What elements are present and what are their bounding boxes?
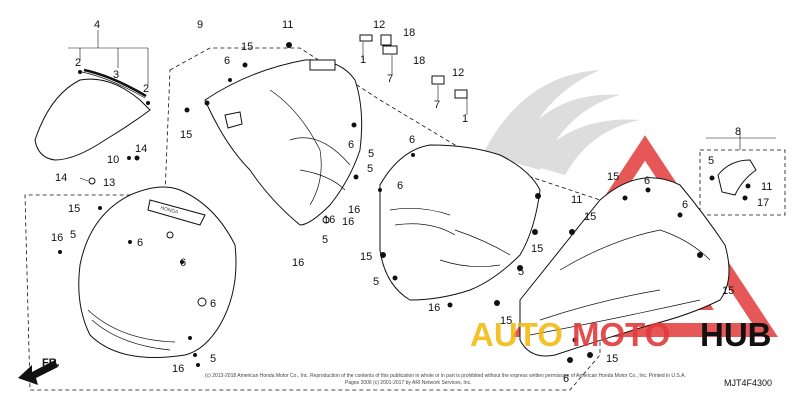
callout-label: 6 [644,175,650,187]
callout-label: 6 [682,199,688,211]
callout-label: 13 [103,177,115,189]
callout-label: 5 [322,234,328,246]
callout-label: 5 [210,353,216,365]
callout-label: 15 [180,129,192,141]
callout-label: 5 [518,266,524,278]
wing-logo-icon [480,70,640,175]
front-direction-arrow-icon: FR. [18,357,60,385]
svg-text:HONDA: HONDA [160,205,180,216]
callout-label: 16 [292,257,304,269]
watermark-logo: AUTO MOTO HUB [470,316,772,353]
callout-labels: 4 2 3 2 9 11 15 6 15 14 10 13 14 15 6 16… [51,19,772,385]
callout-label: 10 [107,154,119,166]
group-9-outline [24,47,601,391]
callout-label: 15 [500,315,512,327]
callout-label: 6 [397,180,403,192]
callout-label: 5 [368,148,374,160]
callout-label: 8 [735,126,741,138]
callout-label: 1 [360,54,366,66]
windscreen-assembly [34,30,151,185]
callout-label: 7 [434,99,440,111]
callout-label: 1 [462,113,468,125]
callout-label: 2 [143,83,149,95]
watermark-moto: MOTO [572,316,670,353]
watermark-hub: HUB [700,316,772,353]
callout-label: 6 [180,257,186,269]
callout-label: 11 [571,194,582,206]
diagram-code: MJT4F4300 [724,378,772,388]
callout-label: 7 [387,73,393,85]
callout-label: 6 [224,55,230,67]
front-cowl-body [78,186,237,358]
callout-label: 16 [172,363,184,375]
callout-label: 14 [135,143,147,155]
callout-label: 6 [137,237,143,249]
callout-label: 16 [323,214,335,226]
callout-label: 9 [197,19,203,31]
bracket-assembly-8 [706,130,776,201]
callout-label: 11 [761,181,772,193]
callout-label: 18 [413,55,425,67]
callout-label: 5 [367,163,373,175]
callout-label: 16 [342,216,354,228]
callout-label: 16 [428,302,440,314]
upper-cowl: HONDA [58,186,237,367]
callout-label: 6 [348,139,354,151]
callout-label: 15 [531,243,543,255]
callout-label: 5 [70,229,76,241]
callout-label: 15 [607,171,619,183]
callout-label: 14 [55,172,67,184]
callout-label: 15 [584,211,596,223]
mounting-hardware [359,34,468,115]
callout-label: 6 [563,373,569,385]
callout-label: 18 [403,27,415,39]
callout-label: 15 [606,353,618,365]
callout-label: 17 [757,197,769,209]
copyright-line-2: Pages 2006 (c) 2001-2017 by ARI Network … [345,380,471,386]
callout-label: 15 [360,251,372,263]
cowl-emblem [147,199,206,226]
lower-cowl [494,177,730,363]
middle-cowl-right [378,144,541,308]
callout-label: 12 [452,67,464,79]
callout-label: 3 [113,69,119,81]
callout-label: 11 [282,19,293,31]
group-8-outline [699,149,786,216]
callout-label: 6 [210,298,216,310]
callout-label: 15 [241,41,253,53]
callout-label: 16 [51,232,63,244]
callout-label: 6 [409,134,415,146]
watermark-auto: AUTO [470,316,563,353]
windscreen-trim-strip [83,68,147,98]
callout-label: 15 [68,203,80,215]
callout-label: 15 [722,285,734,297]
windscreen [34,78,151,161]
callout-label: 12 [373,19,385,31]
middle-cowl-left [184,42,363,226]
callout-label: 16 [348,204,360,216]
callout-label: 5 [708,155,714,167]
callout-label: 4 [94,19,100,31]
callout-label: 5 [373,276,379,288]
copyright-line-1: (c) 2013-2018 American Honda Motor Co., … [205,373,686,379]
svg-text:FR.: FR. [42,357,60,369]
callout-label: 2 [75,57,81,69]
